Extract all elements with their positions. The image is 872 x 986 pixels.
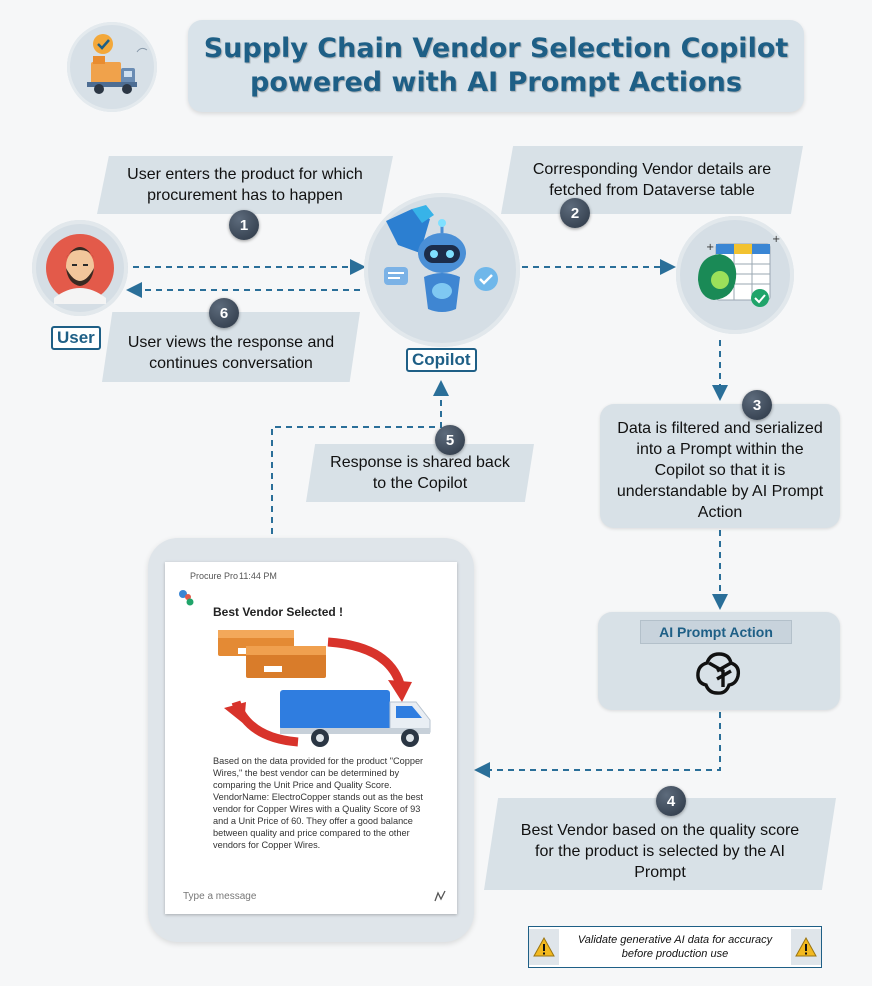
arrow-curve-icon — [327, 637, 405, 686]
dataverse-circle: + + — [676, 216, 794, 334]
chat-response-body: Based on the data provided for the produ… — [213, 756, 424, 850]
chat-card-title: Best Vendor Selected ! — [213, 605, 344, 619]
openai-logo-icon — [696, 652, 741, 695]
copilot-circle — [364, 193, 520, 347]
title-line-2: powered with AI Prompt Actions — [250, 67, 742, 98]
arrow-ai-to-phone — [474, 712, 721, 778]
message-input[interactable]: Type a message — [183, 891, 257, 902]
dataverse-table-icon: + + — [698, 234, 780, 307]
delivery-truck-icon — [87, 34, 148, 94]
arrow-phone-to-copilot — [271, 380, 449, 534]
title-banner: Supply Chain Vendor Selection Copilot po… — [188, 20, 804, 112]
svg-text:+: + — [772, 234, 780, 245]
disclaimer-text: Validate generative AI data for accuracy… — [577, 934, 773, 960]
warning-icon — [791, 929, 821, 965]
step-5-callout: Response is shared back to the Copilot — [306, 444, 534, 502]
step-3-panel: Data is filtered and serialized into a P… — [600, 404, 840, 528]
disclaimer-box: Validate generative AI data for accuracy… — [528, 926, 822, 968]
ai-prompt-action-label: AI Prompt Action — [640, 620, 792, 644]
svg-text:+: + — [706, 242, 714, 253]
delivery-logo — [67, 22, 157, 112]
step-4-badge: 4 — [656, 786, 686, 816]
step-1-badge: 1 — [229, 210, 259, 240]
chat-timestamp: 11:44 PM — [239, 571, 277, 581]
step-2-callout: Corresponding Vendor details are fetched… — [501, 146, 803, 214]
step-5-badge: 5 — [435, 425, 465, 455]
pen-icon[interactable] — [433, 889, 447, 903]
bot-avatar-icon — [179, 590, 194, 606]
title-line-1: Supply Chain Vendor Selection Copilot — [203, 33, 789, 64]
step-1-callout: User enters the product for which procur… — [97, 156, 393, 214]
step-6-badge: 6 — [209, 298, 239, 328]
copilot-label: Copilot — [406, 348, 477, 372]
chat-app-name: Procure Pro — [190, 571, 239, 581]
step-4-callout: Best Vendor based on the quality score f… — [484, 798, 836, 890]
user-avatar-icon — [46, 234, 114, 304]
step-3-badge: 3 — [742, 390, 772, 420]
truck-icon — [280, 690, 390, 730]
step-2-badge: 2 — [560, 198, 590, 228]
shipping-illustration — [218, 630, 431, 747]
copilot-robot-icon — [384, 205, 498, 312]
user-label: User — [51, 326, 101, 350]
warning-icon — [529, 929, 559, 965]
user-circle — [32, 220, 128, 316]
